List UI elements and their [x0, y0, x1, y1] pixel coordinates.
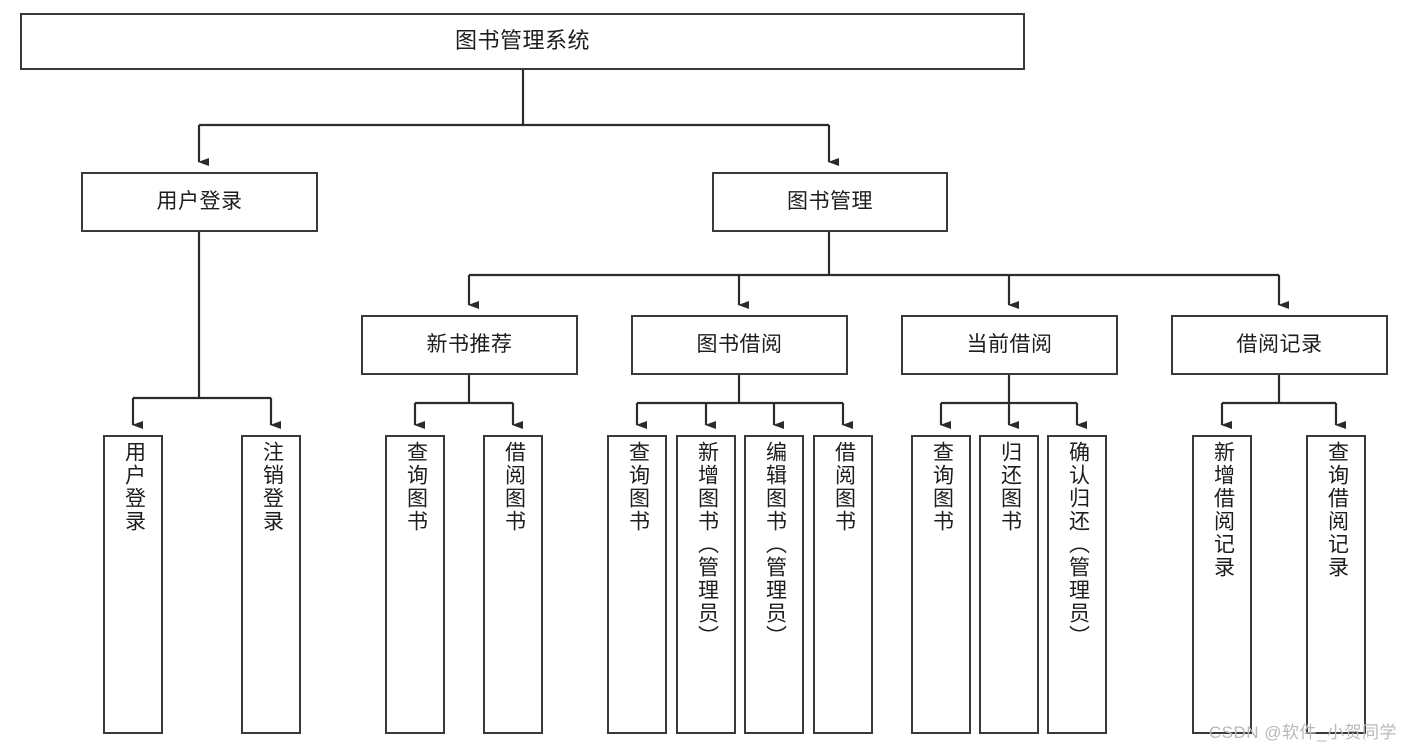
node-book-management[interactable]: 图书管理	[712, 172, 948, 232]
node-new-book-recommend[interactable]: 新书推荐	[361, 315, 578, 375]
leaf-current-borrow-return[interactable]: 归还图书	[979, 435, 1039, 734]
node-label: 查询图书	[930, 441, 954, 533]
node-label: 借阅图书	[502, 441, 526, 533]
leaf-book-borrow-query[interactable]: 查询图书	[607, 435, 667, 734]
node-label: 查询图书	[626, 441, 650, 533]
node-label: 新增图书（管理员）	[695, 441, 719, 648]
node-label: 编辑图书（管理员）	[763, 441, 787, 648]
leaf-current-borrow-query[interactable]: 查询图书	[911, 435, 971, 734]
leaf-book-borrow-lend[interactable]: 借阅图书	[813, 435, 873, 734]
leaf-new-book-query[interactable]: 查询图书	[385, 435, 445, 734]
node-book-borrow[interactable]: 图书借阅	[631, 315, 848, 375]
node-label: 借阅记录	[1236, 333, 1323, 357]
node-label: 新书推荐	[426, 333, 513, 357]
node-label: 用户登录	[122, 441, 146, 533]
leaf-borrow-record-add[interactable]: 新增借阅记录	[1192, 435, 1252, 734]
csdn-watermark: CSDN @软件_小贺同学	[1208, 723, 1397, 742]
node-label: 图书管理系统	[454, 28, 590, 54]
node-label: 用户登录	[156, 190, 243, 214]
node-label: 图书管理	[787, 190, 873, 214]
node-label: 查询图书	[404, 441, 428, 533]
node-label: 新增借阅记录	[1211, 441, 1235, 579]
leaf-current-borrow-confirm[interactable]: 确认归还（管理员）	[1047, 435, 1107, 734]
leaf-user-login-signout[interactable]: 注销登录	[241, 435, 301, 734]
node-current-borrow[interactable]: 当前借阅	[901, 315, 1118, 375]
node-label: 图书借阅	[696, 333, 783, 357]
node-label: 当前借阅	[966, 333, 1053, 357]
node-borrow-record[interactable]: 借阅记录	[1171, 315, 1388, 375]
leaf-book-borrow-add[interactable]: 新增图书（管理员）	[676, 435, 736, 734]
node-label: 查询借阅记录	[1325, 441, 1349, 579]
node-label: 归还图书	[998, 441, 1022, 533]
node-user-login[interactable]: 用户登录	[81, 172, 318, 232]
node-label: 注销登录	[260, 441, 284, 533]
leaf-user-login-signin[interactable]: 用户登录	[103, 435, 163, 734]
node-label: 确认归还（管理员）	[1066, 441, 1090, 648]
leaf-book-borrow-edit[interactable]: 编辑图书（管理员）	[744, 435, 804, 734]
leaf-borrow-record-query[interactable]: 查询借阅记录	[1306, 435, 1366, 734]
leaf-new-book-borrow[interactable]: 借阅图书	[483, 435, 543, 734]
node-root-system[interactable]: 图书管理系统	[20, 13, 1025, 70]
node-label: 借阅图书	[832, 441, 856, 533]
